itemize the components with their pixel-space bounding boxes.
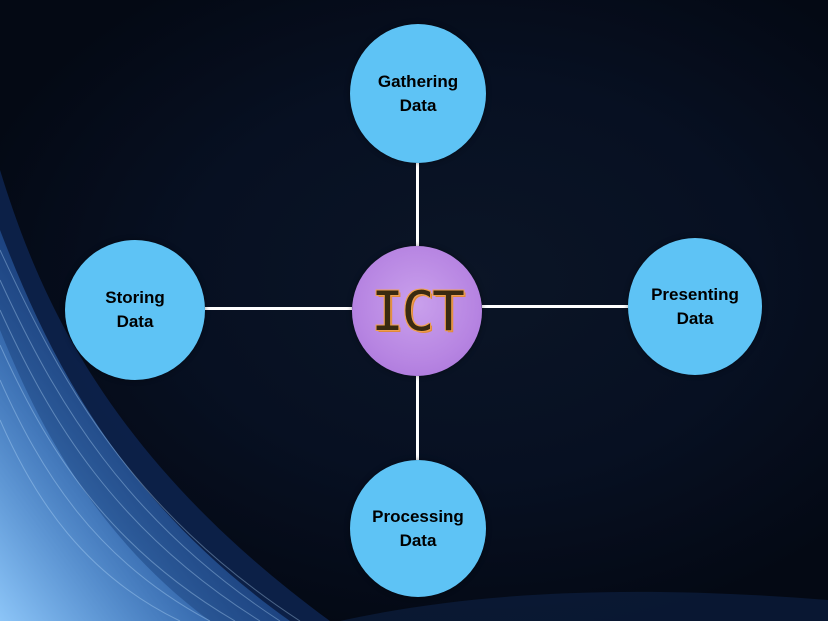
connector-right (482, 305, 628, 308)
connector-bottom (416, 376, 419, 460)
connector-left (205, 307, 352, 310)
node-label: Presenting Data (651, 284, 739, 328)
connector-top (416, 163, 419, 246)
node-label: Storing Data (105, 288, 165, 331)
center-label: ICT (371, 279, 465, 343)
node-label: Gathering Data (377, 71, 459, 115)
node-processing-data: Processing Data (350, 460, 486, 597)
node-gathering-data: Gathering Data (350, 24, 486, 163)
node-presenting-data: Presenting Data (628, 238, 762, 375)
node-storing-data: Storing Data (65, 240, 205, 380)
node-label: Processing Data (372, 506, 464, 550)
center-node-ict: ICT (352, 246, 482, 376)
